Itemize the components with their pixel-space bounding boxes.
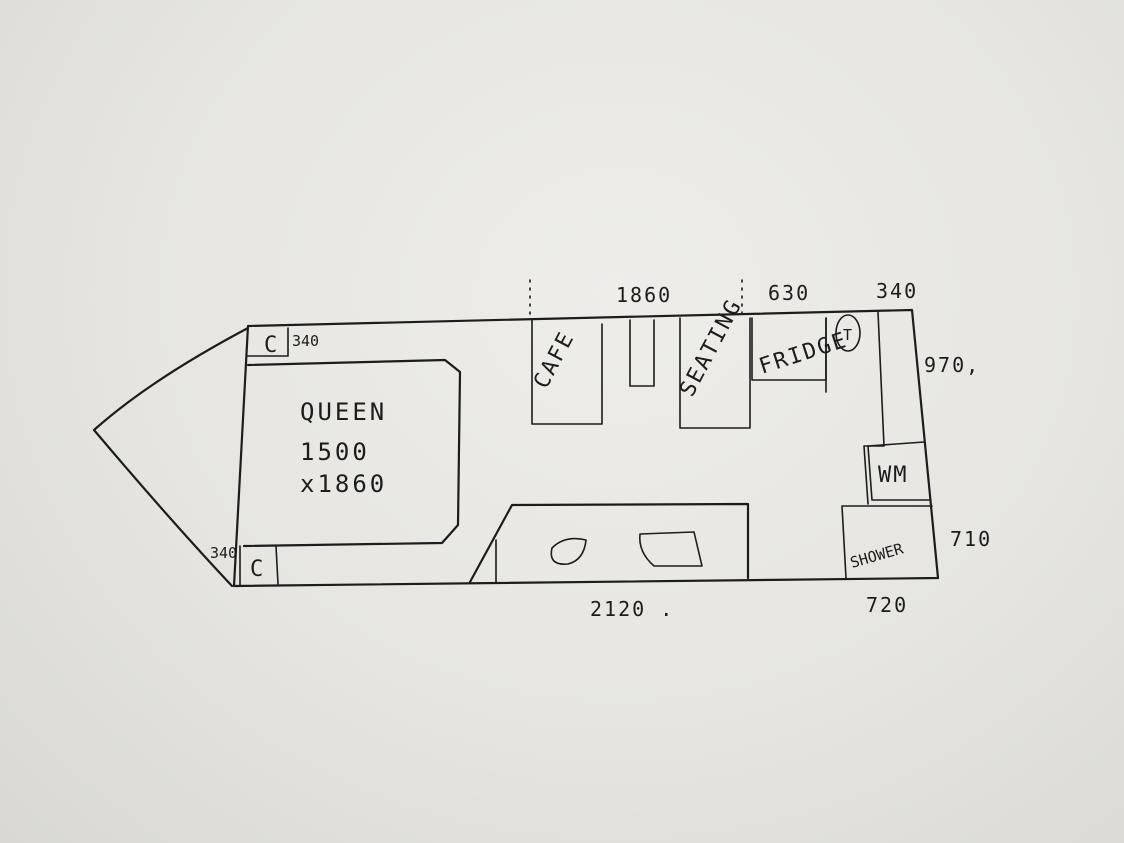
dim-right-upper: 970, [924,353,980,377]
dim-right-lower: 710 [950,527,992,551]
table-outline [629,319,655,387]
wm-label: WM [878,463,909,488]
dim-bottom-left-cupboard: 340 [210,544,237,562]
queen-bed-length: x1860 [300,470,387,498]
wm-box [867,441,931,501]
kitchen-counter [468,502,750,584]
queen-bed-width: 1500 [300,438,370,466]
toilet-symbol [835,314,861,352]
shower-box [841,505,933,579]
drawbar-nose [92,326,250,588]
toilet-label: T [843,326,852,344]
queen-bed-label: QUEEN [300,398,387,426]
cupboard-bottom-label: C [250,557,265,582]
dim-toilet-width: 340 [876,279,918,303]
dim-top-middle: 1860 [616,283,672,307]
dim-top-left-cupboard: 340 [292,332,319,350]
dim-fridge-width: 630 [768,281,810,305]
sink-outline [550,537,587,565]
dim-bottom-kitchen: 2120 . [590,597,674,621]
hull-outline [232,308,940,588]
dim-bottom-shower: 720 [866,593,908,617]
queen-bed-outline [242,358,462,548]
cafe-seat-outline [531,319,603,425]
cupboard-top-box [247,327,289,357]
seating-outline [679,317,751,429]
seating-label: SEATING [675,295,747,401]
cupboard-top-label: C [264,333,279,358]
cooktop-outline [638,531,703,567]
fridge-label: FRIDGE [756,328,851,380]
shower-label: SHOWER [848,539,906,572]
cafe-label: CAFE [529,327,580,393]
cupboard-bottom-box [239,545,279,587]
